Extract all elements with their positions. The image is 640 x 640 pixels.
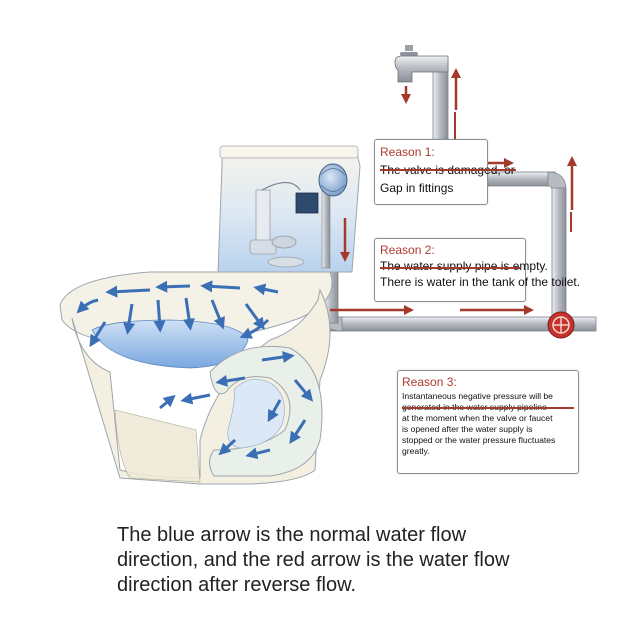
reason-3-callout: Reason 3: Instantaneous negative pressur…	[397, 370, 579, 474]
toilet-tank	[218, 146, 360, 272]
reason-1-callout: Reason 1: The valve is damaged, or Gap i…	[374, 139, 488, 205]
reason-1-line-2: Gap in fittings	[380, 179, 482, 197]
reason-3-line-1: Instantaneous negative pressure will be	[402, 391, 574, 402]
reason-3-line-6: greatly.	[402, 446, 574, 457]
reason-2-title: Reason 2:	[380, 242, 520, 258]
reason-3-line-2: generated in the water supply pipeline	[402, 402, 574, 413]
reason-2-line-2: There is water in the tank of the toilet…	[380, 274, 520, 290]
reason-2-callout: Reason 2: The water supply pipe is empty…	[374, 238, 526, 302]
caption-line-3: direction after reverse flow.	[117, 573, 617, 598]
caption-line-1: The blue arrow is the normal water flow	[117, 523, 617, 548]
caption-line-2: direction, and the red arrow is the wate…	[117, 548, 617, 573]
reason-1-title: Reason 1:	[380, 143, 482, 161]
caption: The blue arrow is the normal water flow …	[117, 523, 617, 598]
reason-3-title: Reason 3:	[402, 374, 574, 391]
reason-3-line-3: at the moment when the valve or faucet	[402, 413, 574, 424]
toilet-bowl	[60, 272, 332, 484]
reason-1-line-1: The valve is damaged, or	[380, 161, 482, 179]
reason-3-line-5: stopped or the water pressure fluctuates	[402, 435, 574, 446]
reason-2-line-1: The water supply pipe is empty.	[380, 258, 520, 274]
reason-3-line-4: is opened after the water supply is	[402, 424, 574, 435]
